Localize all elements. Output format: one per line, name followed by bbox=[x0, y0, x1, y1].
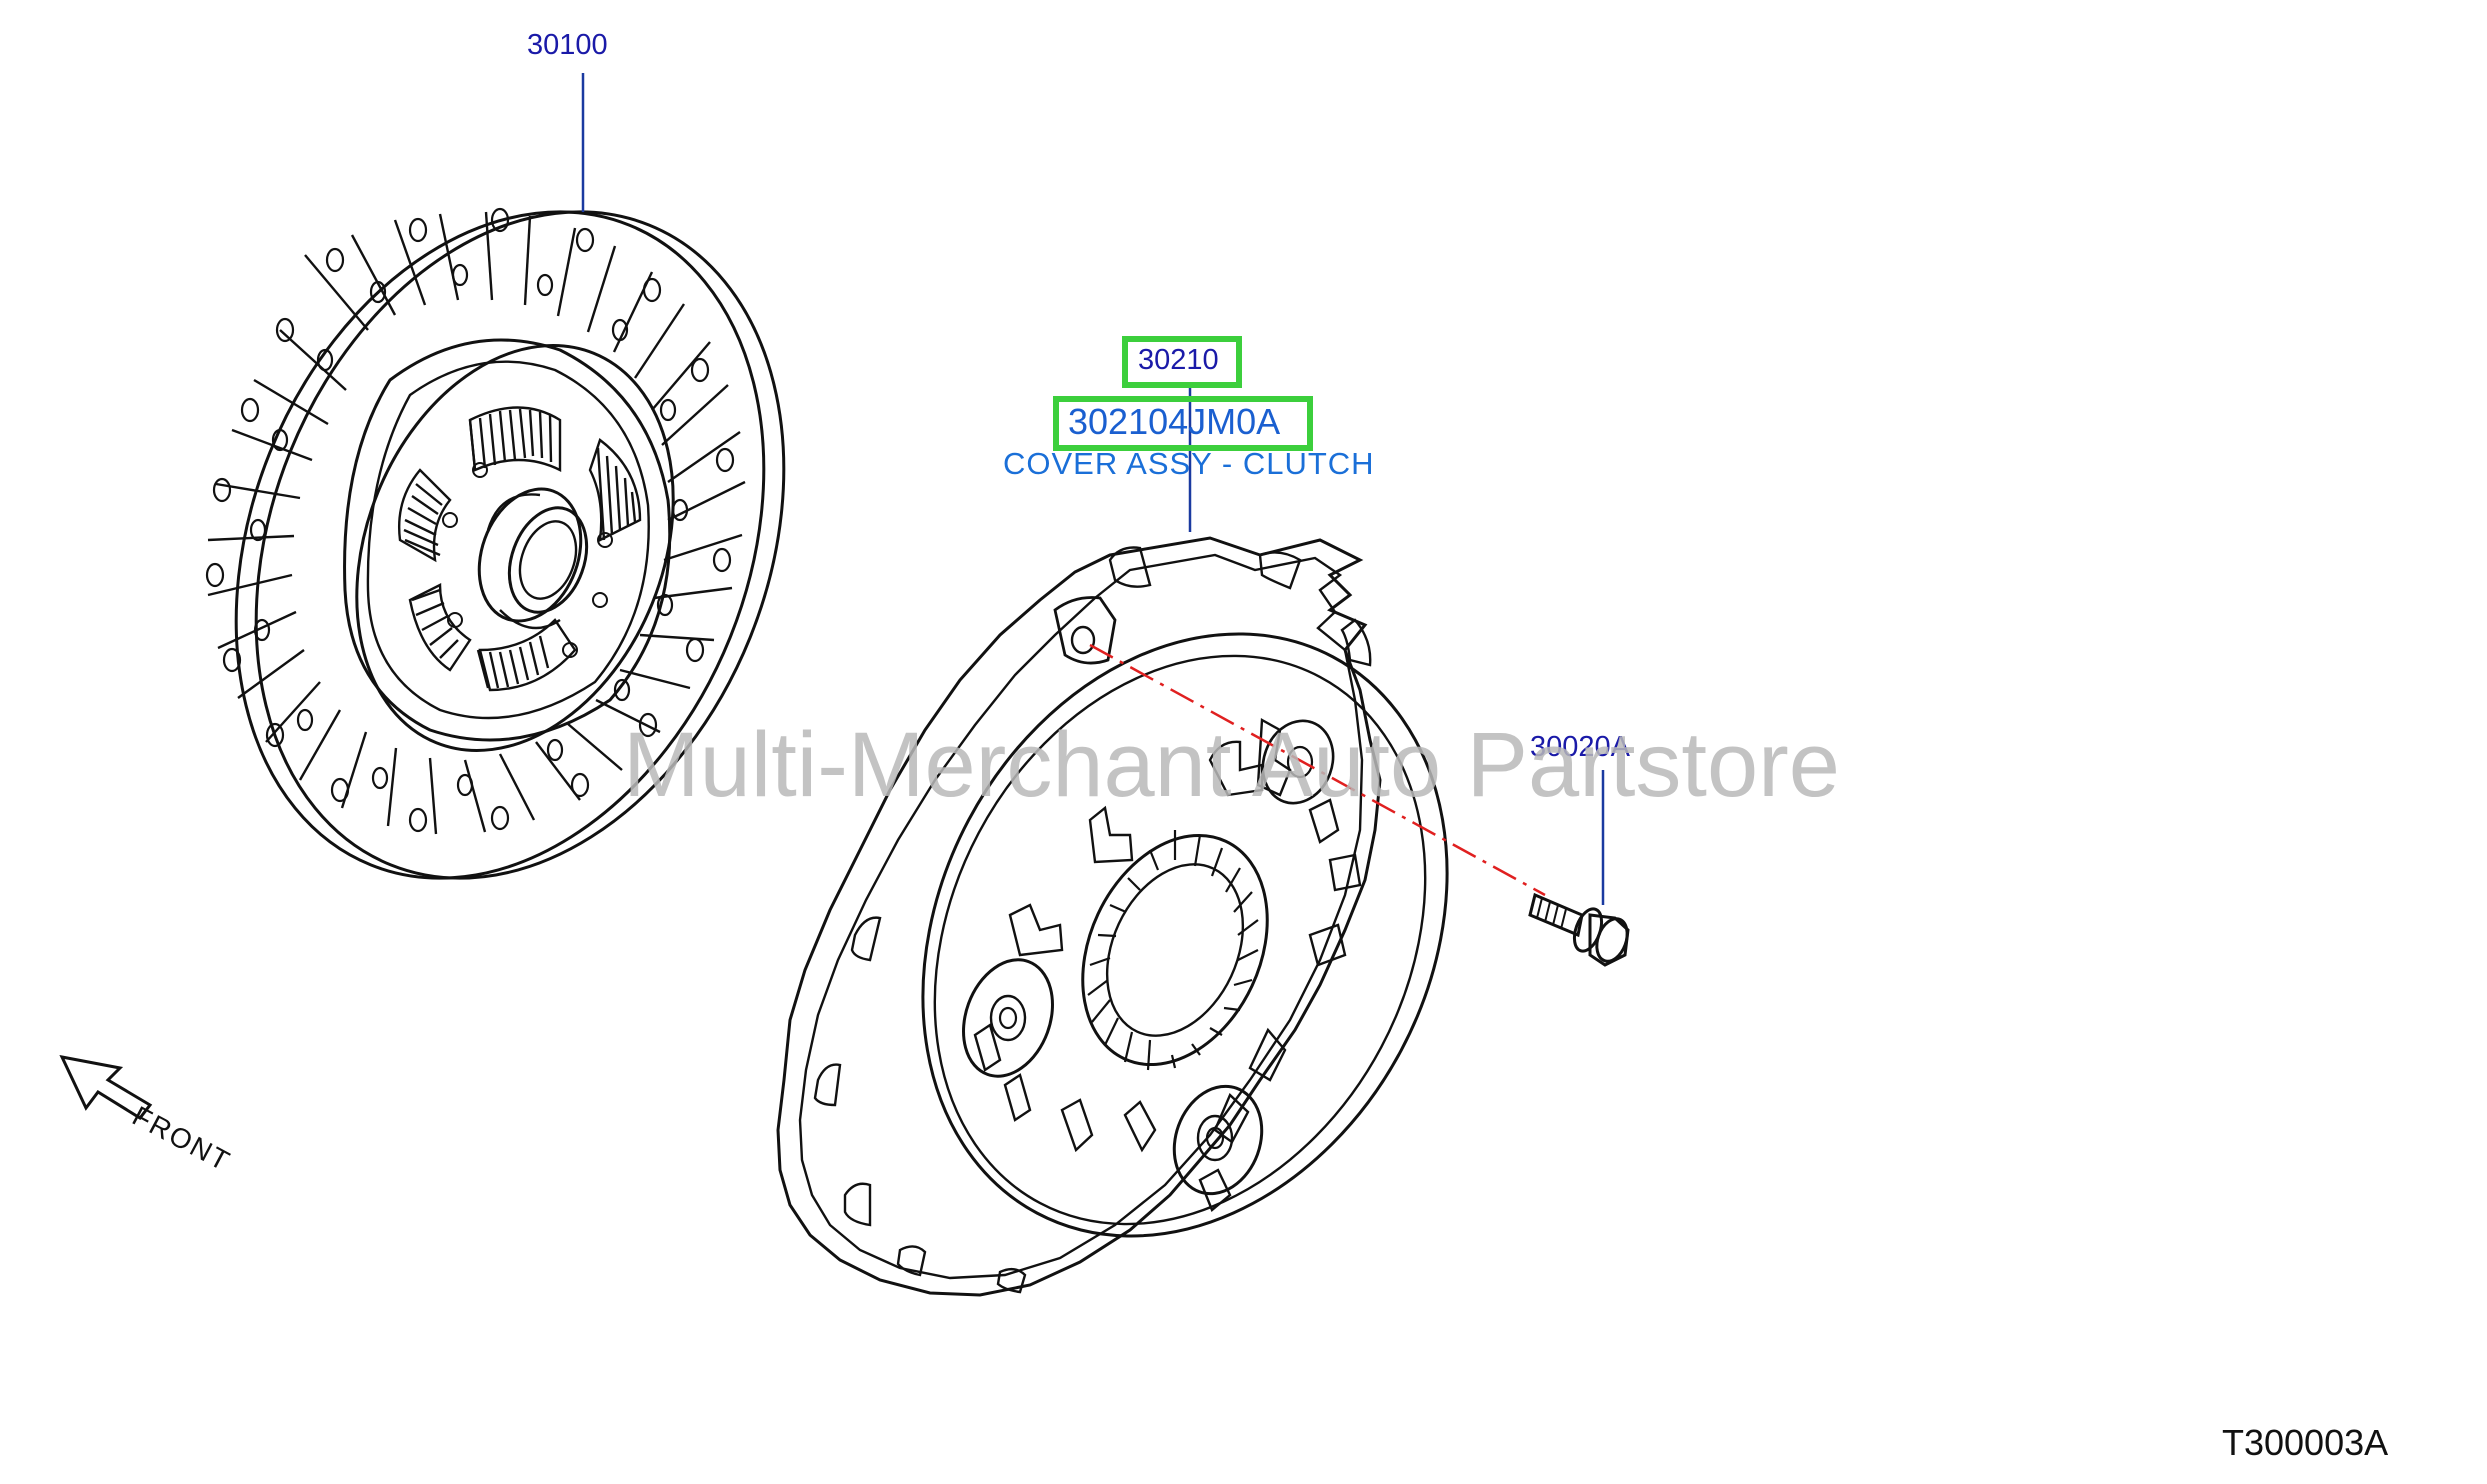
callout-30210-highlight bbox=[1122, 336, 1242, 388]
clutch-disc-drawing[interactable] bbox=[141, 132, 879, 958]
bolt-axis-line bbox=[1089, 643, 1546, 897]
diagram-id: T300003A bbox=[2222, 1422, 2389, 1463]
callout-30020A[interactable]: 30020A bbox=[1530, 731, 1630, 763]
part-name-cover-assy-clutch[interactable]: COVER ASSY - CLUTCH bbox=[1003, 446, 1375, 481]
callout-30100[interactable]: 30100 bbox=[527, 29, 608, 61]
watermark: Multi-Merchant Auto Partstore bbox=[623, 714, 1840, 816]
callout-30210[interactable]: 30210 bbox=[1138, 344, 1219, 376]
part-number-highlight bbox=[1053, 396, 1313, 451]
part-number-302104JM0A[interactable]: 302104JM0A bbox=[1068, 401, 1281, 442]
front-arrow-icon bbox=[59, 1054, 153, 1120]
clutch-cover-drawing[interactable] bbox=[776, 536, 1549, 1328]
bolt-drawing[interactable] bbox=[1528, 892, 1633, 967]
